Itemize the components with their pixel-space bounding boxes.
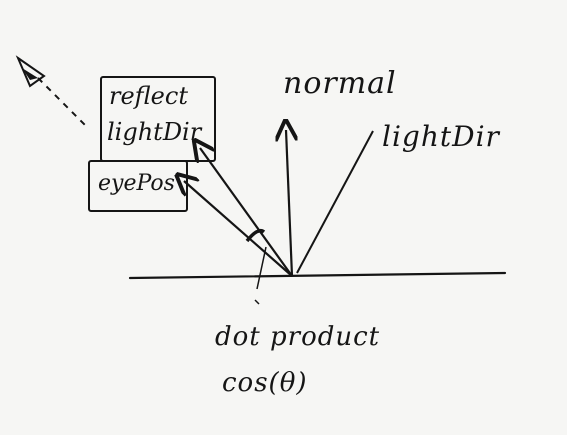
reflect-light-dir-box: reflect lightDir xyxy=(100,76,216,162)
normal-arrow xyxy=(286,130,292,277)
eye-pos-label: eyePos xyxy=(98,171,175,196)
cos-theta-label: cos(θ) xyxy=(222,368,308,398)
reflect-light-dir-label: lightDir xyxy=(107,118,202,146)
angle-pointer-tick xyxy=(254,299,260,305)
angle-pointer xyxy=(256,246,267,290)
dot-product-label: dot product xyxy=(215,322,381,352)
normal-label: normal xyxy=(283,66,397,101)
light-dir-label: lightDir xyxy=(382,120,500,153)
angle-arc xyxy=(245,228,266,243)
reflect-label: reflect xyxy=(109,82,188,110)
sight-line xyxy=(37,77,89,129)
surface-line xyxy=(128,271,507,280)
eye-pos-box: eyePos xyxy=(88,160,188,212)
eye-pos-arrow xyxy=(184,181,293,277)
eye-icon xyxy=(15,55,46,88)
light-dir-line xyxy=(296,130,374,274)
reflect-light-dir-arrow xyxy=(200,148,293,277)
